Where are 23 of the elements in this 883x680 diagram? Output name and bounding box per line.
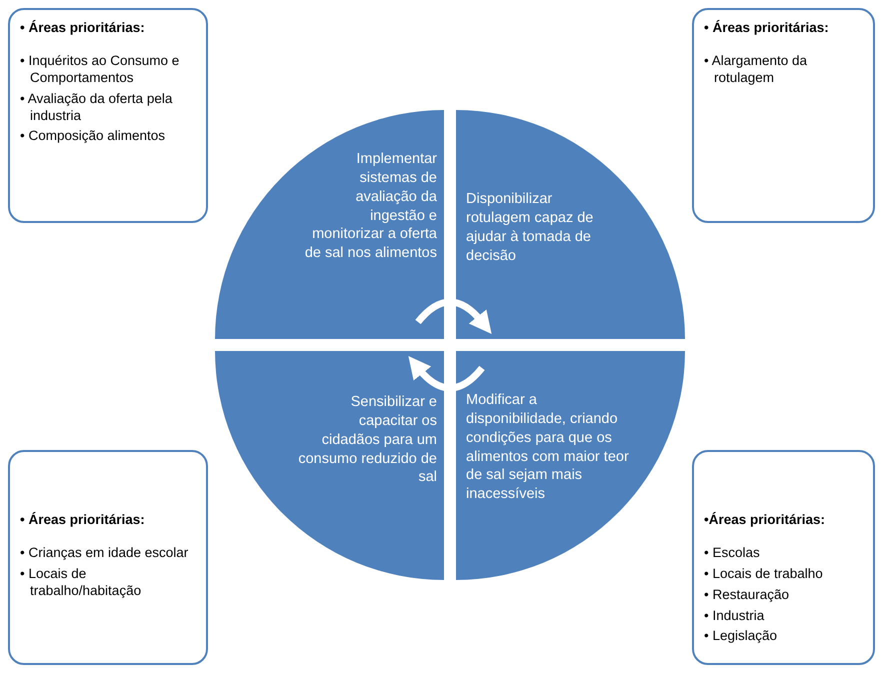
- quadrant-text: Sensibilizar e capacitar os cidadãos para um consumo reduzido de sal: [297, 393, 437, 488]
- priority-areas-card: [692, 450, 875, 665]
- list-item: • Escolas: [704, 544, 761, 562]
- list-item: • Avaliação da oferta pela industria: [20, 90, 174, 124]
- list-item: • Crianças em idade escolar: [20, 544, 190, 562]
- card-heading: • Áreas prioritárias:: [704, 20, 830, 37]
- priority-areas-card: [8, 450, 208, 665]
- list-item: • Alargamento da rotulagem: [704, 52, 808, 87]
- card-heading: • Áreas prioritárias:: [20, 512, 146, 529]
- list-item: • Inquéritos ao Consumo e Comportamentos: [20, 52, 180, 87]
- list-item: • Industria: [704, 608, 766, 624]
- card-heading: •Áreas prioritárias:: [704, 512, 826, 529]
- quadrant-text: Modificar a disponibilidade, criando condições para que os alimentos com maior teor de sal sejam mais inacessíveis: [466, 391, 630, 504]
- list-item: • Legislação: [704, 628, 778, 646]
- priority-areas-card: [8, 8, 208, 223]
- list-item: • Locais de trabalho/habitação: [20, 566, 142, 600]
- list-item: • Restauração: [704, 586, 790, 604]
- list-item: • Composição alimentos: [20, 128, 166, 146]
- priority-areas-card: [692, 8, 875, 223]
- quadrant-text: Implementar sistemas de avaliação da ingestão e monitorizar a oferta de sal nos alimentos: [304, 150, 437, 264]
- list-item: • Locais de trabalho: [704, 566, 824, 583]
- quadrant-text: Disponibilizar rotulagem capaz de ajudar à tomada de decisão: [466, 190, 594, 266]
- card-heading: • Áreas prioritárias:: [20, 20, 146, 37]
